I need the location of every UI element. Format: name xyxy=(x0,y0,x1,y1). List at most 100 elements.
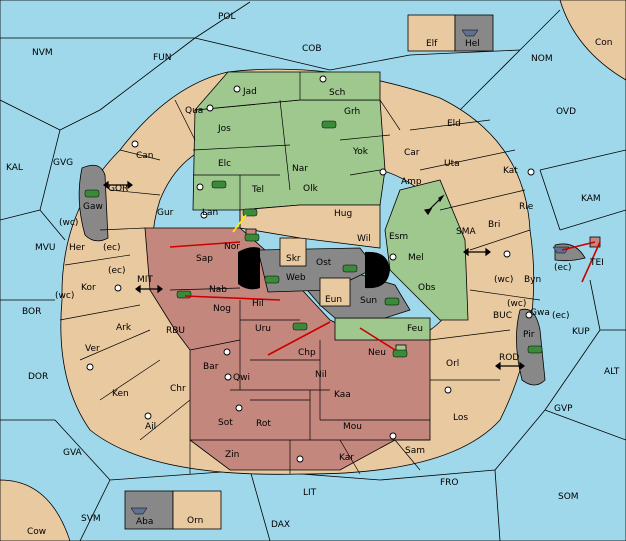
label-ec-byn: (ec) xyxy=(554,263,572,273)
label-ec-kor: (ec) xyxy=(108,266,126,276)
label-hel: Hel xyxy=(465,39,480,49)
label-cob: COB xyxy=(302,44,322,54)
label-fun: FUN xyxy=(153,53,172,63)
label-mel: Mel xyxy=(408,253,424,263)
land-borders xyxy=(59,72,541,475)
label-olk: Olk xyxy=(303,184,319,194)
label-qua: Qua xyxy=(185,106,203,116)
label-sun: Sun xyxy=(360,296,377,306)
label-kal: KAL xyxy=(6,163,23,173)
label-kat: Kat xyxy=(503,166,518,176)
label-svm: SVM xyxy=(81,514,101,524)
label-orn: Orn xyxy=(187,516,203,526)
region-gaw[interactable] xyxy=(78,164,109,242)
label-cow: Cow xyxy=(27,527,46,537)
label-kar: Kar xyxy=(339,453,354,463)
label-gvg: GVG xyxy=(53,158,73,168)
region-orn[interactable] xyxy=(172,490,222,530)
label-ec-her: (ec) xyxy=(103,243,121,253)
label-eun: Eun xyxy=(325,295,342,305)
map-labels: POL COB NVM FUN NOM Con Elf Hel OVD KAL … xyxy=(6,12,620,537)
label-kor: Kor xyxy=(81,283,96,293)
region-eun[interactable] xyxy=(319,277,351,307)
label-dax: DAX xyxy=(271,520,290,530)
label-nor: Nor xyxy=(224,242,240,252)
label-alt: ALT xyxy=(604,367,620,377)
label-nvm: NVM xyxy=(32,48,53,58)
label-nog: Nog xyxy=(213,304,231,314)
label-sap: Sap xyxy=(196,254,213,264)
label-lan: Lan xyxy=(202,208,218,218)
label-bar: Bar xyxy=(203,362,219,372)
green-east-block xyxy=(384,179,469,321)
label-rie: Rie xyxy=(519,202,534,212)
label-nom: NOM xyxy=(531,54,553,64)
label-ail: Ail xyxy=(145,422,156,432)
label-ken: Ken xyxy=(112,389,129,399)
label-tei: TEI xyxy=(589,258,604,268)
label-sot: Sot xyxy=(218,418,233,428)
label-mvu: MVU xyxy=(35,243,56,253)
label-som: SOM xyxy=(558,492,579,502)
label-ost: Ost xyxy=(316,258,332,268)
label-wc-gwa: (wc) xyxy=(507,299,526,309)
label-ver: Ver xyxy=(85,344,100,354)
green-top-block xyxy=(194,71,381,111)
label-wc-byn: (wc) xyxy=(494,275,513,285)
label-wc-kor: (wc) xyxy=(55,291,74,301)
label-wil: Wil xyxy=(357,234,371,244)
label-yok: Yok xyxy=(352,147,369,157)
label-sch: Sch xyxy=(329,88,345,98)
label-buc: BUC xyxy=(493,311,512,321)
label-nab: Nab xyxy=(209,285,227,295)
double-arrow-icon-group xyxy=(103,180,525,371)
black-east-cap xyxy=(365,251,390,289)
label-her: Her xyxy=(69,243,85,253)
label-kup: KUP xyxy=(572,327,590,337)
label-obs: Obs xyxy=(418,283,436,293)
label-nar: Nar xyxy=(292,164,308,174)
black-west-cap xyxy=(238,247,260,290)
order-arrows xyxy=(169,241,601,356)
label-nil: Nil xyxy=(315,370,327,380)
label-amp: Amp xyxy=(401,177,422,187)
label-jad: Jad xyxy=(242,87,257,97)
label-ovd: OVD xyxy=(556,107,576,117)
label-mit: MIT xyxy=(137,275,153,285)
label-rbu: RBU xyxy=(166,326,185,336)
label-chr: Chr xyxy=(170,384,186,394)
label-lit: LIT xyxy=(303,488,317,498)
label-car: Car xyxy=(404,148,420,158)
label-web: Web xyxy=(286,273,306,283)
label-aba: Aba xyxy=(136,517,153,527)
label-rot: Rot xyxy=(256,419,271,429)
label-bor: BOR xyxy=(22,307,41,317)
label-sma: SMA xyxy=(456,227,476,237)
label-con: Con xyxy=(595,38,613,48)
label-gvp: GVP xyxy=(554,404,573,414)
label-can: Can xyxy=(136,151,154,161)
label-fro: FRO xyxy=(440,478,459,488)
label-chp: Chp xyxy=(298,348,316,358)
label-uru: Uru xyxy=(255,324,271,334)
region-skr[interactable] xyxy=(279,237,307,267)
label-grh: Grh xyxy=(344,107,360,117)
label-pol: POL xyxy=(218,12,236,22)
label-hil: Hil xyxy=(252,299,264,309)
label-elf: Elf xyxy=(426,39,438,49)
region-elf[interactable] xyxy=(407,14,456,52)
label-skr: Skr xyxy=(286,254,301,264)
label-ec-gwa: (ec) xyxy=(552,311,570,321)
label-eld: Eld xyxy=(447,119,461,129)
label-neu: Neu xyxy=(368,348,386,358)
label-orl: Orl xyxy=(446,359,459,369)
label-rod: ROD xyxy=(499,353,519,363)
label-gaw: Gaw xyxy=(83,202,103,212)
label-gwa: Gwa xyxy=(530,308,550,318)
label-qwi: Qwi xyxy=(233,373,250,383)
label-sam: Sam xyxy=(405,446,425,456)
label-mou: Mou xyxy=(343,422,362,432)
label-zin: Zin xyxy=(225,450,239,460)
